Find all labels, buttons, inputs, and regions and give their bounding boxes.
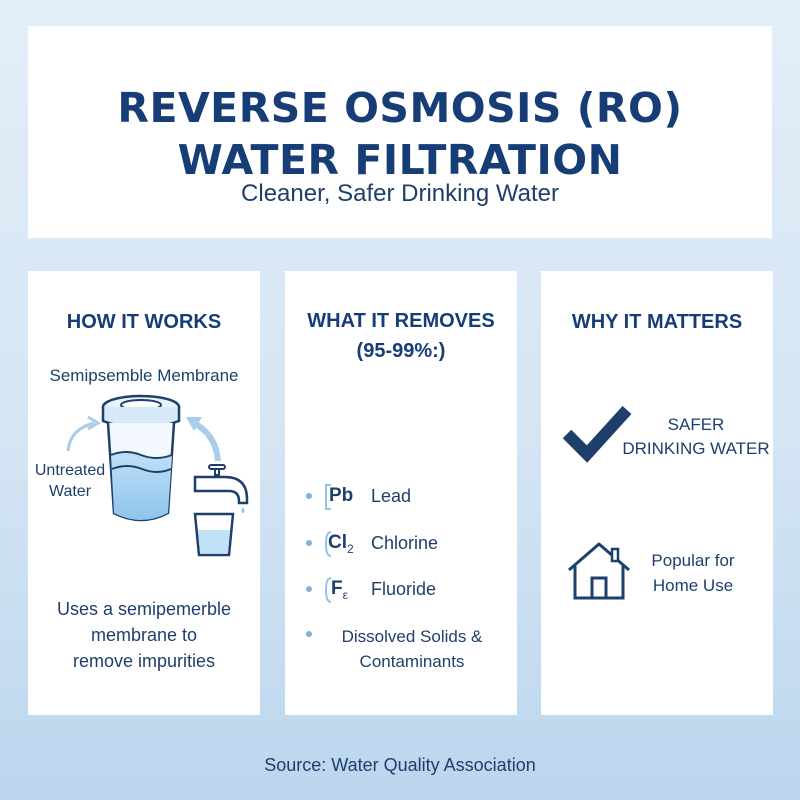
header-banner: REVERSE OSMOSIS (RO) WATER FILTRATION Cl…	[28, 26, 772, 238]
bullet-dot	[306, 631, 312, 637]
dissolved-solids-label: Dissolved Solids & Contaminants	[341, 627, 483, 671]
title-line-2: WATER FILTRATION	[177, 136, 623, 184]
house-icon	[568, 542, 630, 600]
title-line-1: REVERSE OSMOSIS (RO)	[117, 84, 683, 132]
fluoride-symbol: Fε	[331, 578, 348, 602]
lead-label: Lead	[371, 486, 412, 506]
how-it-works-description: Uses a semipemerble membrane to remove i…	[56, 599, 232, 671]
what-it-removes-title: WHAT IT REMOVES (95-99%:)	[307, 310, 495, 362]
fluoride-bracket-icon	[324, 577, 332, 603]
chlorine-symbol: Cl2	[328, 532, 354, 556]
what-it-removes-card	[285, 271, 517, 715]
lead-symbol: Pb	[329, 485, 354, 506]
source-citation: Source: Water Quality Association	[264, 755, 536, 775]
chlorine-label: Chlorine	[371, 533, 439, 553]
popular-home-use-label: Popular for Home Use	[651, 551, 735, 595]
why-it-matters-card	[541, 271, 773, 715]
bullet-dot	[306, 586, 312, 592]
page-title: REVERSE OSMOSIS (RO) WATER FILTRATION	[28, 82, 772, 186]
membrane-label: Semipsemble Membrane	[49, 366, 239, 385]
bullet-dot	[306, 540, 312, 546]
water-glass-icon	[193, 512, 235, 557]
how-it-works-title: HOW IT WORKS	[66, 311, 222, 333]
checkmark-icon	[562, 405, 632, 463]
page-subtitle: Cleaner, Safer Drinking Water	[241, 180, 559, 207]
lead-bracket-icon	[325, 484, 331, 510]
untreated-arrow-icon	[66, 415, 101, 452]
why-it-matters-title: WHY IT MATTERS	[571, 311, 743, 333]
untreated-water-label: Untreated Water	[34, 462, 106, 500]
bullet-dot	[306, 493, 312, 499]
safer-drinking-water-label: SAFER DRINKING WATER	[622, 415, 770, 458]
chlorine-bracket-icon	[324, 531, 332, 557]
filter-cartridge-icon	[101, 394, 181, 522]
fluoride-label: Fluoride	[371, 579, 437, 599]
flow-arrow-icon	[186, 417, 221, 462]
faucet-icon	[193, 464, 249, 513]
